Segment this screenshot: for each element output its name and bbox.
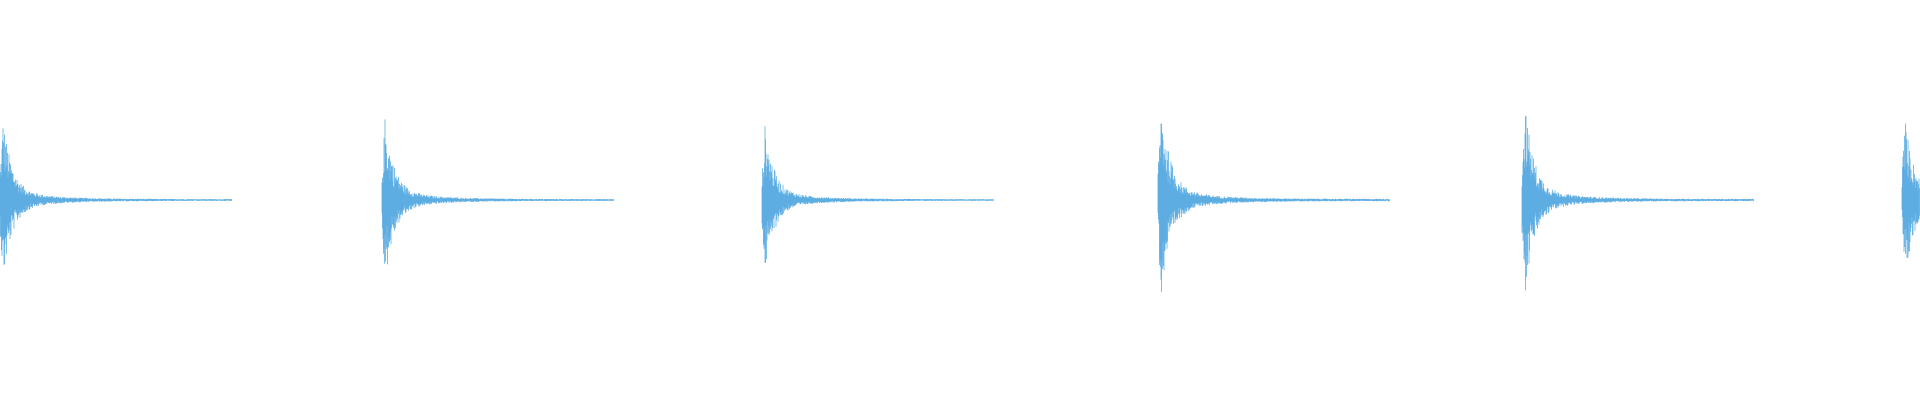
- transient-waveform: [1521, 115, 1754, 291]
- transient-waveform: [761, 126, 994, 263]
- transient-waveform: [0, 128, 232, 265]
- transient-waveform: [1157, 123, 1390, 292]
- transient-waveform: [381, 119, 614, 265]
- transient-4: [1157, 123, 1390, 292]
- transient-3: [761, 126, 994, 263]
- transient-6: [1901, 123, 1920, 258]
- transient-1: [0, 128, 232, 265]
- transient-5: [1521, 115, 1754, 291]
- waveform-channel: [0, 115, 1920, 292]
- transient-waveform: [1901, 123, 1920, 258]
- transient-2: [381, 119, 614, 265]
